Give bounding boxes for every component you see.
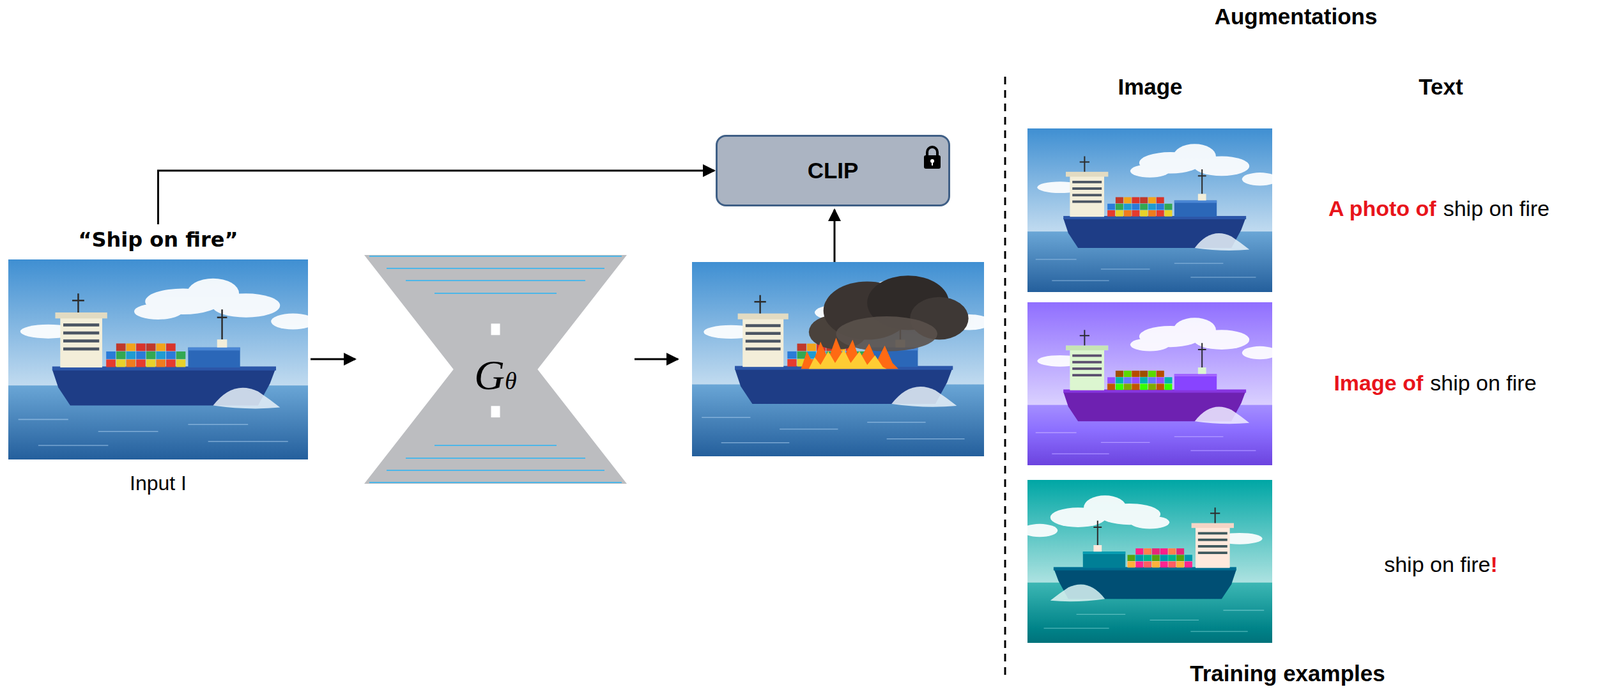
generator-label: Gθ [474, 352, 517, 404]
column-heading: Text [1418, 73, 1463, 101]
flame-core [808, 349, 887, 369]
score-arrow [833, 209, 836, 262]
layer-line [369, 255, 622, 257]
label-box: Image [1117, 73, 1183, 101]
clip-box: CLIP [715, 134, 951, 207]
generator-bowtie: Gθ [364, 254, 627, 484]
flow-arrow [158, 170, 716, 225]
bottleneck-notch [491, 323, 501, 335]
flow-arrow [310, 358, 356, 361]
section-caption: Training examples [1189, 660, 1385, 687]
augmentation-token: ! [1490, 550, 1498, 578]
input-photo [8, 259, 316, 460]
bottleneck-notch [491, 405, 501, 418]
augmented-photo [1027, 128, 1278, 293]
prompt-text: “Ship on fire” [77, 226, 238, 254]
label-box: Training examples [1189, 660, 1385, 687]
layer-line [386, 267, 605, 270]
bowtie-shape [364, 254, 627, 484]
caption-text: ship on fire [1430, 369, 1537, 397]
model-label: CLIP [807, 157, 859, 185]
photo-slot [8, 259, 308, 460]
augmentation-token: A photo of [1328, 194, 1437, 222]
smoke [808, 275, 969, 352]
caption-text: ship on fire [1443, 194, 1550, 222]
layer-line [405, 457, 586, 459]
augmented-caption: Image ofship on fire [1333, 369, 1537, 397]
flames [801, 338, 899, 370]
divider-dashed [1004, 76, 1007, 679]
column-heading: Image [1117, 73, 1183, 101]
section-heading: Augmentations [1214, 3, 1378, 31]
augmented-photo [1021, 479, 1273, 643]
input-image-node: “Ship on fire” Input I [8, 226, 308, 496]
layer-line [405, 279, 586, 282]
layer-line [434, 292, 557, 294]
layer-line [386, 469, 605, 471]
augmented-photo [1027, 302, 1278, 466]
augmented-caption: A photo ofship on fire [1328, 194, 1550, 222]
layer-line [369, 481, 622, 484]
input-label: Input I [129, 470, 187, 496]
output-arrow [634, 358, 678, 361]
augmentation-token: Image of [1333, 369, 1424, 397]
label-box: Text [1418, 73, 1463, 101]
output-photo [692, 261, 992, 457]
lock-icon [921, 144, 944, 170]
label-box: Augmentations [1214, 3, 1378, 31]
augmented-caption: ship on fire! [1384, 550, 1498, 578]
layer-line [434, 444, 557, 447]
caption-text: ship on fire [1384, 550, 1491, 578]
